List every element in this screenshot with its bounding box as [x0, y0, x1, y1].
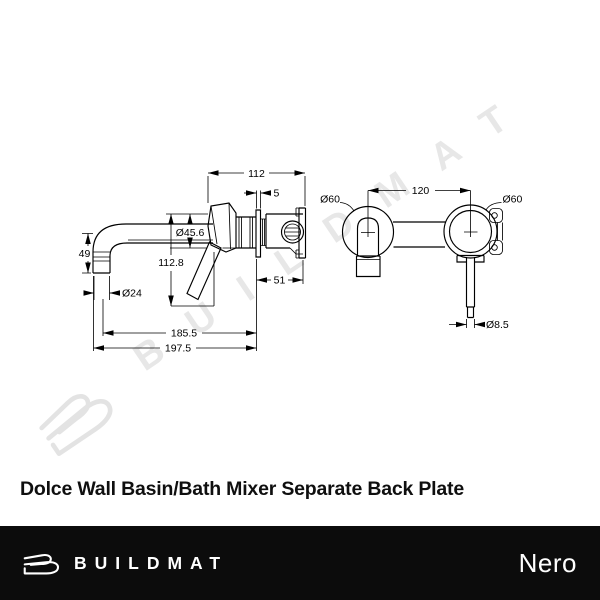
dim-label-left-plate-diameter: Ø60	[320, 194, 340, 206]
dim-45-6: Ø45.6	[170, 214, 236, 249]
footer-brand-name: BUILDMAT	[74, 552, 229, 573]
footer-bar: BUILDMAT Nero	[0, 526, 600, 600]
dim-label-behind-wall-depth: 51	[274, 275, 286, 287]
dim-112-8: 112.8	[158, 213, 215, 307]
dim-112: 112	[207, 168, 306, 206]
dim-label-spout-diameter: Ø24	[122, 288, 142, 300]
dim-label-plate-thickness: 5	[274, 188, 280, 200]
technical-drawing: 112 5 Ø45.6 112.8 49	[79, 168, 523, 355]
dim-49: 49	[79, 233, 93, 274]
front-view-drawing: 120 Ø60 Ø60 Ø8.5	[320, 185, 522, 331]
dim-label-height-overall: 112.8	[158, 257, 184, 269]
dim-120: 120	[368, 185, 471, 197]
dim-label-width-overall: 112	[248, 168, 265, 180]
dim-label-spout-reach-centre: 185.5	[171, 328, 197, 340]
dim-label-spout-reach-overall: 197.5	[165, 343, 191, 355]
dim-24: Ø24	[83, 276, 142, 300]
dim-label-spout-drop: 49	[79, 248, 91, 260]
side-view-drawing: 112 5 Ø45.6 112.8 49	[79, 168, 307, 355]
footer-collection-name: Nero	[518, 547, 577, 578]
dim-5: 5	[244, 188, 280, 209]
footer-brand: BUILDMAT	[23, 550, 228, 577]
dim-8-5: Ø8.5	[449, 319, 509, 331]
dim-197-5: 197.5	[93, 343, 257, 355]
buildmat-logo-icon	[23, 553, 60, 574]
dim-label-body-diameter: Ø45.6	[176, 227, 205, 239]
product-title: Dolce Wall Basin/Bath Mixer Separate Bac…	[20, 478, 464, 500]
dim-60-right: Ø60	[485, 194, 523, 211]
dim-51: 51	[256, 260, 304, 287]
dim-185-5: 185.5	[93, 259, 257, 351]
dim-label-right-plate-diameter: Ø60	[503, 194, 523, 206]
dim-60-left: Ø60	[320, 194, 355, 212]
dim-label-handle-diameter: Ø8.5	[486, 319, 509, 331]
dim-label-centres-spacing: 120	[412, 185, 430, 197]
